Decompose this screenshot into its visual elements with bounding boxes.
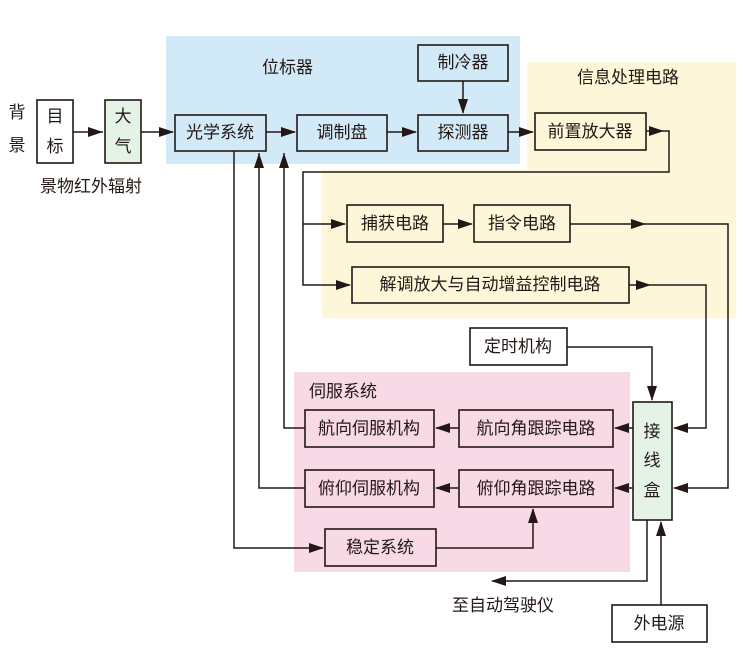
arrow-down-icon — [647, 386, 657, 401]
detector-block: 探测器 — [417, 114, 509, 152]
wire-optical-stabilizer — [233, 151, 323, 549]
wire-preamp-out — [302, 130, 670, 286]
arrow-right-icon — [402, 127, 417, 137]
acquisition-circuit-label: 捕获电路 — [361, 214, 429, 234]
preamplifier-label: 前置放大器 — [548, 122, 633, 142]
arrow-right-icon — [159, 127, 174, 137]
arrow-right-icon — [88, 127, 103, 137]
pitch-tracking-label: 俯仰角跟踪电路 — [477, 479, 596, 499]
arrow-down-icon — [458, 99, 468, 114]
target-block: 目 标 — [36, 99, 74, 164]
arrow-right-icon — [309, 543, 324, 553]
arrow-up-icon — [279, 153, 289, 168]
wire-yaw-servo-optical — [283, 153, 305, 429]
arrow-left-icon — [491, 576, 506, 586]
wire-demod-junction — [629, 284, 707, 429]
target-label-2: 标 — [47, 137, 64, 157]
optical-system-block: 光学系统 — [174, 114, 267, 152]
arrow-right-icon — [336, 280, 351, 290]
external-power-block: 外电源 — [611, 604, 708, 643]
arrow-left-icon — [673, 423, 688, 433]
external-power-label: 外电源 — [634, 614, 685, 634]
optical-system-label: 光学系统 — [186, 123, 254, 143]
arrow-left-icon — [614, 483, 629, 493]
arrow-up-icon — [254, 153, 264, 168]
command-circuit-label: 指令电路 — [488, 214, 556, 234]
arrow-right-icon — [649, 126, 664, 136]
detector-label: 探测器 — [438, 123, 489, 143]
atmosphere-label-1: 大 — [115, 107, 132, 127]
arrow-up-icon — [656, 521, 666, 536]
signal-processing-title: 信息处理电路 — [577, 68, 679, 88]
seeker-title: 位标器 — [262, 58, 313, 78]
timer-label: 定时机构 — [484, 337, 552, 357]
atmosphere-label-2: 气 — [115, 137, 132, 157]
signal-processing-region — [322, 62, 736, 318]
yaw-servo-label: 航向伺服机构 — [318, 419, 420, 439]
atmosphere-block: 大 气 — [104, 99, 142, 164]
arrow-left-icon — [614, 423, 629, 433]
scene-ir-label: 景物红外辐射 — [40, 177, 142, 197]
arrow-right-icon — [631, 219, 646, 229]
connections — [73, 81, 729, 605]
demod-agc-label: 解调放大与自动增益控制电路 — [380, 275, 601, 295]
reticle-block: 调制盘 — [296, 114, 388, 152]
background-label-1: 背 — [9, 103, 26, 123]
background-label-2: 景 — [9, 136, 26, 156]
wire-pitch-servo-optical — [258, 153, 305, 489]
arrow-left-icon — [435, 483, 450, 493]
to-autopilot-label: 至自动驾驶仪 — [452, 596, 554, 616]
arrow-left-icon — [673, 483, 688, 493]
junction-box-label-1: 接 — [644, 422, 661, 442]
yaw-tracking-label: 航向角跟踪电路 — [477, 419, 596, 439]
reticle-label: 调制盘 — [317, 123, 368, 143]
junction-box-label-2: 线 — [644, 451, 661, 471]
junction-box-block: 接 线 盒 — [632, 401, 673, 521]
arrow-right-icon — [636, 280, 651, 290]
pitch-servo-label: 俯仰伺服机构 — [318, 479, 420, 499]
junction-box-label-3: 盒 — [644, 481, 661, 501]
arrow-up-icon — [528, 508, 538, 523]
cooler-label: 制冷器 — [438, 53, 489, 73]
arrow-left-icon — [435, 423, 450, 433]
stabilization-system-label: 稳定系统 — [346, 538, 414, 558]
wire-junction-autopilot — [492, 520, 648, 582]
servo-region — [294, 372, 630, 572]
timer-block: 定时机构 — [469, 327, 568, 366]
arrow-right-icon — [281, 127, 296, 137]
wire-timer-junction — [567, 346, 653, 400]
target-label-1: 目 — [47, 107, 64, 127]
servo-title: 伺服系统 — [309, 382, 377, 402]
arrow-right-icon — [458, 219, 473, 229]
wire-command-junction — [570, 223, 729, 489]
arrow-right-icon — [519, 127, 534, 137]
arrowheads — [88, 99, 688, 586]
arrow-right-icon — [331, 219, 346, 229]
